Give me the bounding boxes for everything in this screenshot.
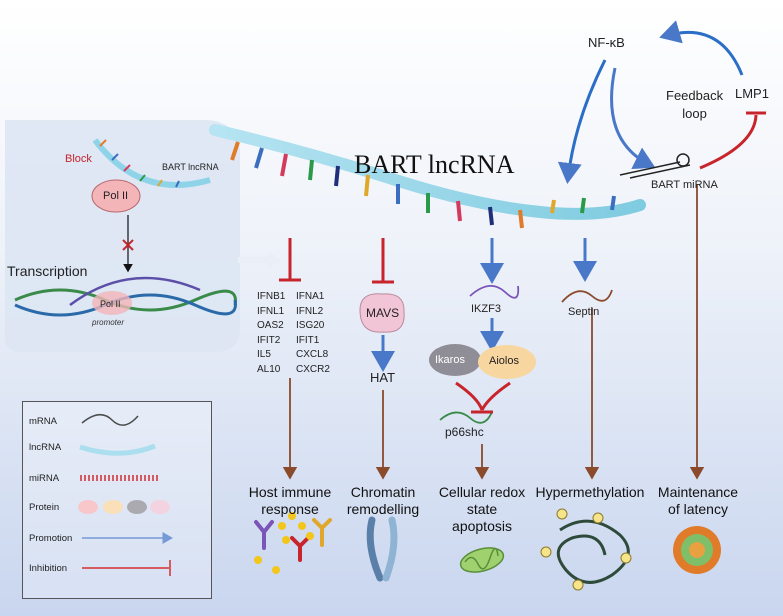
aiolos-protein <box>478 345 536 379</box>
bart-lncrna-strand <box>209 124 646 220</box>
cytokine-dots-icon <box>254 512 314 574</box>
gene-item: ISG20 <box>296 320 325 331</box>
outcome-redox: Cellular redox state apoptosis <box>438 484 526 534</box>
ikzf3-label: IKZF3 <box>471 303 501 315</box>
nfkb-to-lncrna-arrow <box>557 59 607 184</box>
ikaros-label: Ikaros <box>435 354 465 366</box>
panel-lncrna-ticks <box>99 139 180 188</box>
gene-item: OAS2 <box>257 320 284 331</box>
legend-box: mRNA lncRNA miRNA Protein Promotion Inhi… <box>22 401 212 599</box>
septin-mrna <box>561 289 613 303</box>
gene-list-col1: IFNB1 IFNL1 OAS2 IFIT2 IL5 AL10 <box>257 290 285 377</box>
legend-inhibition-label: Inhibition <box>29 563 68 574</box>
gene-item: CXCL8 <box>296 349 329 360</box>
gene-item: IFNA1 <box>296 291 325 302</box>
outcome-hypermethylation: Hypermethylation <box>535 484 645 500</box>
hat-label: HAT <box>370 370 396 385</box>
gene-list-col2: IFNA1 IFNL2 ISG20 IFIT1 CXCL8 CXCR2 <box>296 290 330 377</box>
transcription-panel <box>5 120 240 352</box>
outcome-host-immune: Host immune response <box>248 484 332 517</box>
pol-ii-lower-label: Pol II <box>100 299 121 309</box>
panel-lncrna-strand <box>92 138 211 188</box>
legend-mrna-glyph <box>81 414 139 426</box>
nfkb-label: NF-κB <box>588 35 625 50</box>
legend-lncrna-label: lncRNA <box>29 442 62 453</box>
gene-item: IL5 <box>257 349 271 360</box>
gene-item: AL10 <box>257 363 281 375</box>
virus-particle-icon <box>673 526 721 574</box>
legend-mirna-label: miRNA <box>29 473 60 484</box>
gene-item: IFIT1 <box>296 334 320 346</box>
block-label: Block <box>65 153 92 165</box>
promoter-label: promoter <box>92 318 125 327</box>
bart-mirna-label: BART miRNA <box>651 179 718 191</box>
pol-ii-blob <box>91 179 141 213</box>
ikaros-protein <box>429 344 481 376</box>
septin-label: Septin <box>568 306 600 318</box>
legend-lncrna-glyph <box>79 443 156 456</box>
methylated-dna-icon <box>556 519 630 584</box>
outcome-chromatin: Chromatin remodelling <box>346 484 420 517</box>
gene-item: IFIT2 <box>257 334 281 346</box>
legend-promotion-label: Promotion <box>29 533 73 544</box>
bart-mirna-hairpin <box>619 153 691 179</box>
lmp1-to-nfkb-arrow <box>659 20 744 76</box>
panel-bart-lncrna-label: BART lncRNA <box>162 162 219 172</box>
mavs-label: MAVS <box>366 306 400 320</box>
complex-inhibits-p66shc <box>455 381 511 411</box>
nfkb-to-mirna-arrow <box>610 67 656 170</box>
ikzf3-mrna <box>469 285 520 299</box>
main-title: BART lncRNA <box>354 150 515 179</box>
chromosome-icon <box>366 516 398 582</box>
p66shc-mrna <box>439 411 493 424</box>
block-cross-icon <box>122 239 134 251</box>
gene-item: IFNL2 <box>296 305 324 317</box>
dna-helix <box>14 276 237 317</box>
gene-item: IFNL1 <box>257 305 285 317</box>
pol-ii-label: Pol II <box>103 190 129 202</box>
legend-mrna-label: mRNA <box>29 416 57 427</box>
immune-antibody-icon <box>254 518 332 562</box>
legend-protein-label: Protein <box>29 502 60 513</box>
gene-item: IFNB1 <box>257 291 286 302</box>
legend-protein-glyphs <box>78 500 170 514</box>
panel-pointer-arrow <box>238 251 284 269</box>
methyl-group-icons <box>540 508 632 591</box>
aiolos-label: Aiolos <box>489 355 519 367</box>
gene-item: CXCR2 <box>296 363 330 375</box>
mirna-inhibits-lmp1 <box>699 114 758 170</box>
transcription-label: Transcription <box>7 263 88 279</box>
mitochondrion-icon <box>459 547 505 573</box>
lmp1-label: LMP1 <box>735 86 769 101</box>
outcome-latency: Maintenance of latency <box>657 484 739 517</box>
p66shc-label: p66shc <box>445 425 484 439</box>
bart-lncrna-ticks <box>230 141 616 229</box>
pol-ii-lower-blob <box>92 291 132 315</box>
mavs-protein <box>359 293 405 333</box>
feedback-loop-label: Feedback loop <box>666 88 724 121</box>
